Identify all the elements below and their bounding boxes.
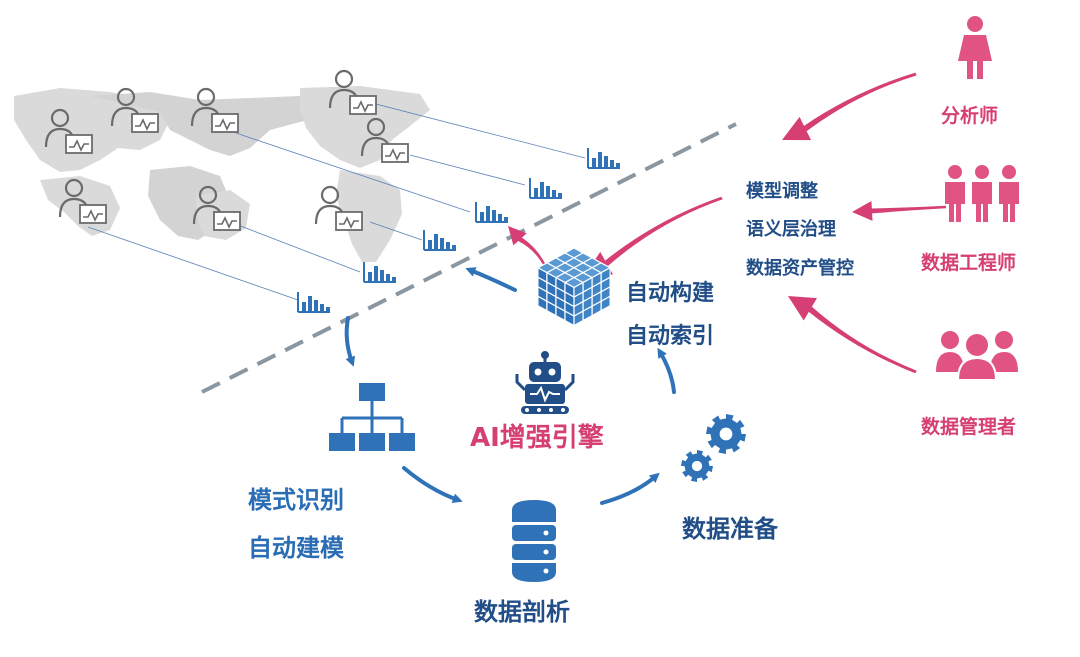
pink-arrow — [852, 200, 947, 221]
person-body — [999, 182, 1019, 222]
data-preparation-label: 数据准备 — [682, 515, 778, 543]
arrow-gears-to-cube — [657, 347, 676, 394]
auto-index-label: 自动索引 — [626, 324, 715, 349]
arrow-database-to-gears — [600, 472, 660, 505]
user-monitor-icon — [190, 87, 239, 133]
data-profiling-label: 数据剖析 — [474, 598, 570, 626]
arrow-cube-to-reports — [465, 267, 517, 292]
gears-icon — [681, 414, 746, 482]
bar-chart-icon — [587, 148, 620, 169]
robot-icon — [515, 351, 575, 414]
semantic-governance-label: 语义层治理 — [746, 219, 836, 240]
data-manager-label: 数据管理者 — [921, 416, 1017, 438]
report-icons — [297, 148, 620, 313]
user-monitor-icon — [314, 185, 363, 231]
auto-build-label: 自动构建 — [626, 281, 715, 306]
cube-grid-icon — [536, 247, 612, 327]
user-monitor-icon — [44, 108, 93, 154]
pink-arrow — [782, 72, 917, 141]
person-head — [1002, 165, 1016, 179]
engine-label: AI增强引擎 — [470, 423, 604, 453]
hierarchy-icon — [329, 383, 415, 451]
user-monitor-icon — [328, 69, 377, 115]
pink-arrow — [584, 196, 723, 276]
model-tuning-label: 模型调整 — [746, 181, 818, 202]
bar-chart-icon — [423, 230, 456, 251]
bar-chart-icon — [363, 262, 396, 283]
arrow-report-to-hierarchy — [344, 316, 355, 367]
user-monitor-icon — [192, 185, 241, 231]
auto-modeling-label: 自动建模 — [248, 534, 344, 562]
user-icons — [44, 69, 409, 231]
dashed-separator — [201, 122, 737, 394]
cycle-arrows — [344, 267, 676, 505]
bar-chart-icon — [297, 292, 330, 313]
data-engineer-label: 数据工程师 — [921, 252, 1017, 274]
bar-chart-icon — [529, 178, 562, 199]
database-icon — [512, 500, 556, 582]
analyst-label: 分析师 — [941, 105, 999, 127]
users-group-icon — [936, 331, 1018, 381]
pink-arrow — [788, 296, 917, 374]
bar-chart-icon — [475, 202, 508, 223]
user-monitor-icon — [110, 87, 159, 133]
person-head — [948, 165, 962, 179]
people-group-icon — [945, 165, 1019, 222]
asset-management-label: 数据资产管控 — [746, 258, 854, 279]
pink-arrow — [508, 226, 547, 269]
woman-icon — [958, 16, 992, 79]
user-monitor-icon — [58, 178, 107, 224]
gear-hole — [719, 427, 733, 441]
cube-cell — [573, 281, 584, 299]
gear-hole — [691, 460, 703, 472]
person-body — [945, 182, 965, 222]
arrow-hierarchy-to-database — [402, 466, 463, 504]
user-monitor-icon — [360, 117, 409, 163]
person-body — [972, 182, 992, 222]
person-head — [975, 165, 989, 179]
connection-lines — [87, 102, 586, 301]
pink-arrows — [508, 72, 947, 374]
pattern-recognition-label: 模式识别 — [248, 486, 344, 514]
